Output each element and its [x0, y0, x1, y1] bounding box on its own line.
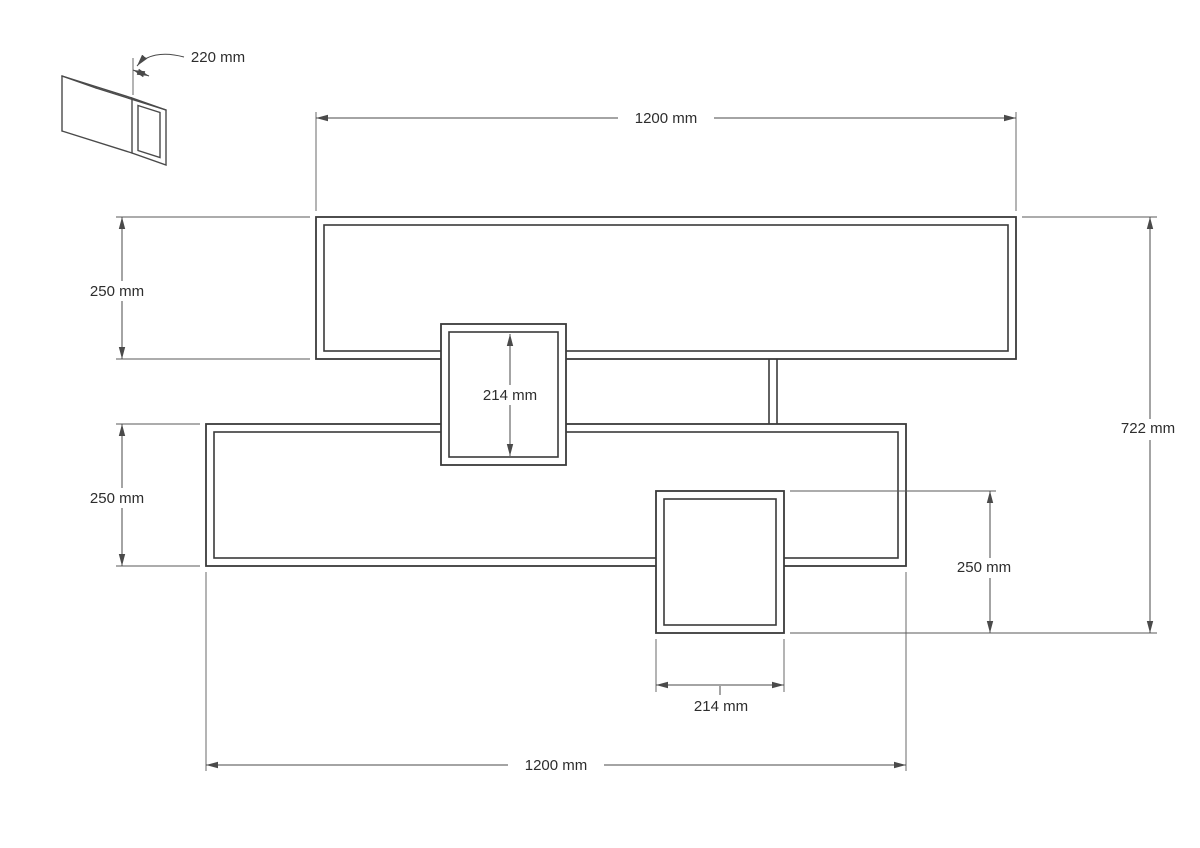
dimension-line [132, 68, 150, 78]
profile-end-face [131, 97, 167, 166]
right-box-inner [663, 498, 777, 626]
profile-edge [61, 75, 97, 89]
right-box-outer [655, 490, 785, 634]
middle-box-inner [448, 331, 559, 458]
dim-top-shelf-width: 1200 mm [315, 110, 1017, 211]
middle-connector-box [440, 323, 567, 466]
dim-bottom-shelf-height: 250 mm [90, 423, 200, 567]
right-box-width-label: 214 mm [694, 698, 748, 715]
top-shelf-outer [315, 216, 1017, 360]
dim-bottom-shelf-width: 1200 mm [205, 572, 907, 774]
vertical-connector [768, 359, 778, 424]
dim-right-box-height: 250 mm [790, 490, 1011, 633]
profile-edge [61, 130, 133, 154]
dim-right-box-width: 214 mm [655, 639, 785, 715]
profile-depth-label: 220 mm [191, 49, 245, 66]
top-shelf-inner [323, 224, 1009, 352]
top-shelf-frame [315, 216, 1017, 360]
right-connector-box [655, 490, 785, 634]
bottom-shelf-height-label: 250 mm [90, 490, 144, 507]
middle-box-height-label: 214 mm [483, 387, 537, 404]
right-box-height-label: 250 mm [957, 559, 1011, 576]
profile-end-face-inner [137, 104, 161, 159]
top-shelf-width-label: 1200 mm [635, 110, 698, 127]
dim-middle-box-height: 214 mm [483, 334, 537, 456]
dim-top-shelf-height: 250 mm [90, 216, 310, 360]
dim-overall-height: 722 mm [790, 216, 1175, 634]
profile-sketch: 220 mm [61, 49, 245, 166]
leader-line [136, 53, 185, 67]
top-shelf-height-label: 250 mm [90, 283, 144, 300]
overall-height-label: 722 mm [1121, 420, 1175, 437]
middle-box-outer [440, 323, 567, 466]
bottom-shelf-width-label: 1200 mm [525, 757, 588, 774]
